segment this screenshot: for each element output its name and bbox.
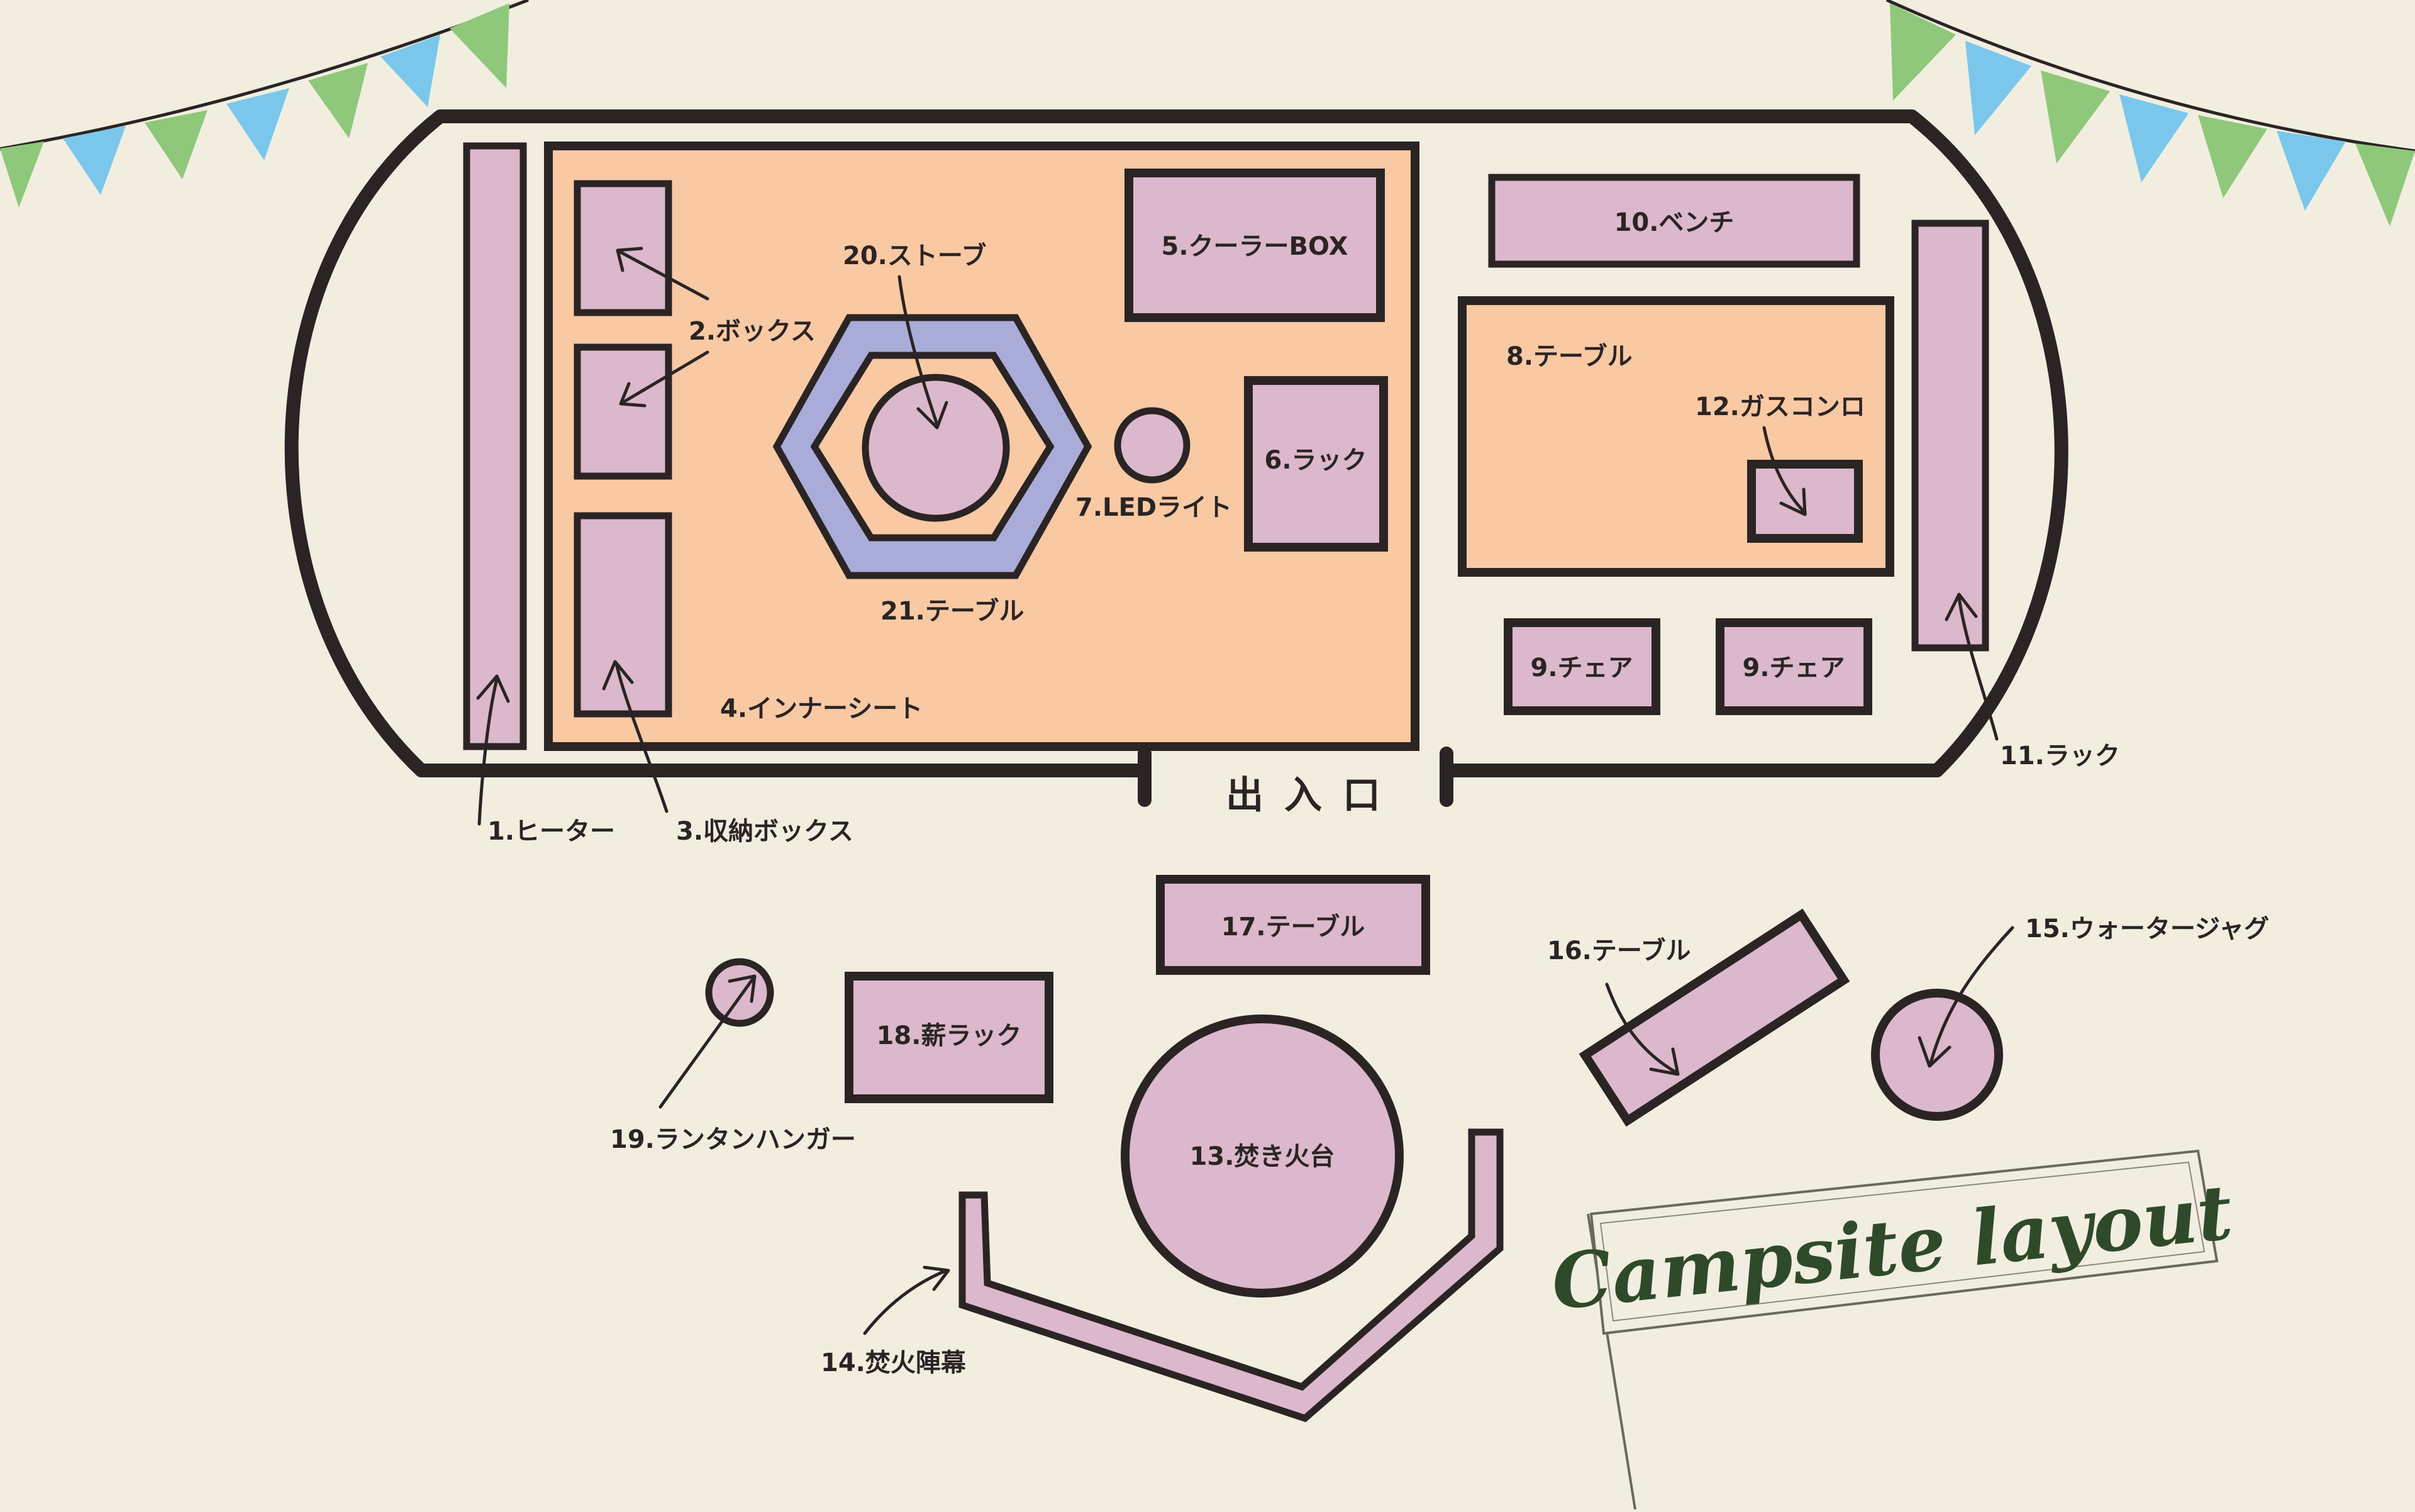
bench bbox=[1488, 174, 1860, 268]
heater bbox=[463, 142, 527, 750]
cooler-box bbox=[1124, 169, 1385, 322]
label-table-outside-angled: 16.テーブル bbox=[1547, 937, 1690, 965]
storage-box bbox=[574, 512, 672, 718]
label-table-outside-top: 17.テーブル bbox=[1221, 913, 1365, 942]
windscreen bbox=[958, 1128, 1504, 1423]
table-outside-top bbox=[1156, 875, 1430, 975]
lantern-hanger bbox=[705, 958, 774, 1027]
led-light bbox=[1114, 407, 1191, 484]
title-flag: Campsite layout bbox=[1548, 1149, 2236, 1510]
label-lantern-hanger: 19.ランタンハンガー bbox=[610, 1125, 856, 1154]
stove bbox=[862, 374, 1010, 522]
label-gas-stove: 12.ガスコンロ bbox=[1695, 392, 1865, 421]
label-heater: 1.ヒーター bbox=[487, 817, 615, 846]
label-firewood-rack: 18.薪ラック bbox=[877, 1021, 1022, 1050]
label-water-jug: 15.ウォータージャグ bbox=[2025, 914, 2269, 943]
label-windscreen: 14.焚火陣幕 bbox=[821, 1348, 967, 1377]
label-led-light: 7.LEDライト bbox=[1075, 493, 1232, 522]
entrance-label: 出 入 口 bbox=[1226, 774, 1384, 818]
label-fire-pit: 13.焚き火台 bbox=[1190, 1142, 1335, 1171]
label-hex-table: 21.テーブル bbox=[880, 597, 1024, 626]
firewood-rack bbox=[845, 972, 1053, 1103]
chair-left bbox=[1504, 618, 1660, 715]
label-chair-left: 9.チェア bbox=[1530, 653, 1633, 682]
label-rack-inner: 6.ラック bbox=[1264, 446, 1367, 475]
chair-right bbox=[1716, 618, 1872, 715]
rack-right bbox=[1911, 220, 1989, 652]
label-inner-sheet: 4.インナーシート bbox=[720, 694, 923, 723]
label-stove: 20.ストーブ bbox=[843, 242, 986, 270]
label-chair-right: 9.チェア bbox=[1742, 653, 1845, 682]
box-top bbox=[574, 180, 672, 316]
rack-inner bbox=[1244, 376, 1388, 552]
label-rack-right: 11.ラック bbox=[2000, 742, 2120, 770]
label-cooler-box: 5.クーラーBOX bbox=[1162, 232, 1348, 261]
bunting-left bbox=[0, 0, 529, 208]
label-boxes: 2.ボックス bbox=[689, 317, 816, 346]
fire-pit bbox=[1121, 1014, 1404, 1298]
label-bench: 10.ベンチ bbox=[1614, 208, 1735, 237]
box-bottom bbox=[574, 343, 672, 480]
bunting-right bbox=[1885, 0, 2415, 226]
water-jug bbox=[1871, 989, 2003, 1121]
tent-outline bbox=[284, 109, 2068, 807]
label-storage-box: 3.収納ボックス bbox=[676, 817, 853, 846]
label-table-main: 8.テーブル bbox=[1506, 342, 1633, 371]
